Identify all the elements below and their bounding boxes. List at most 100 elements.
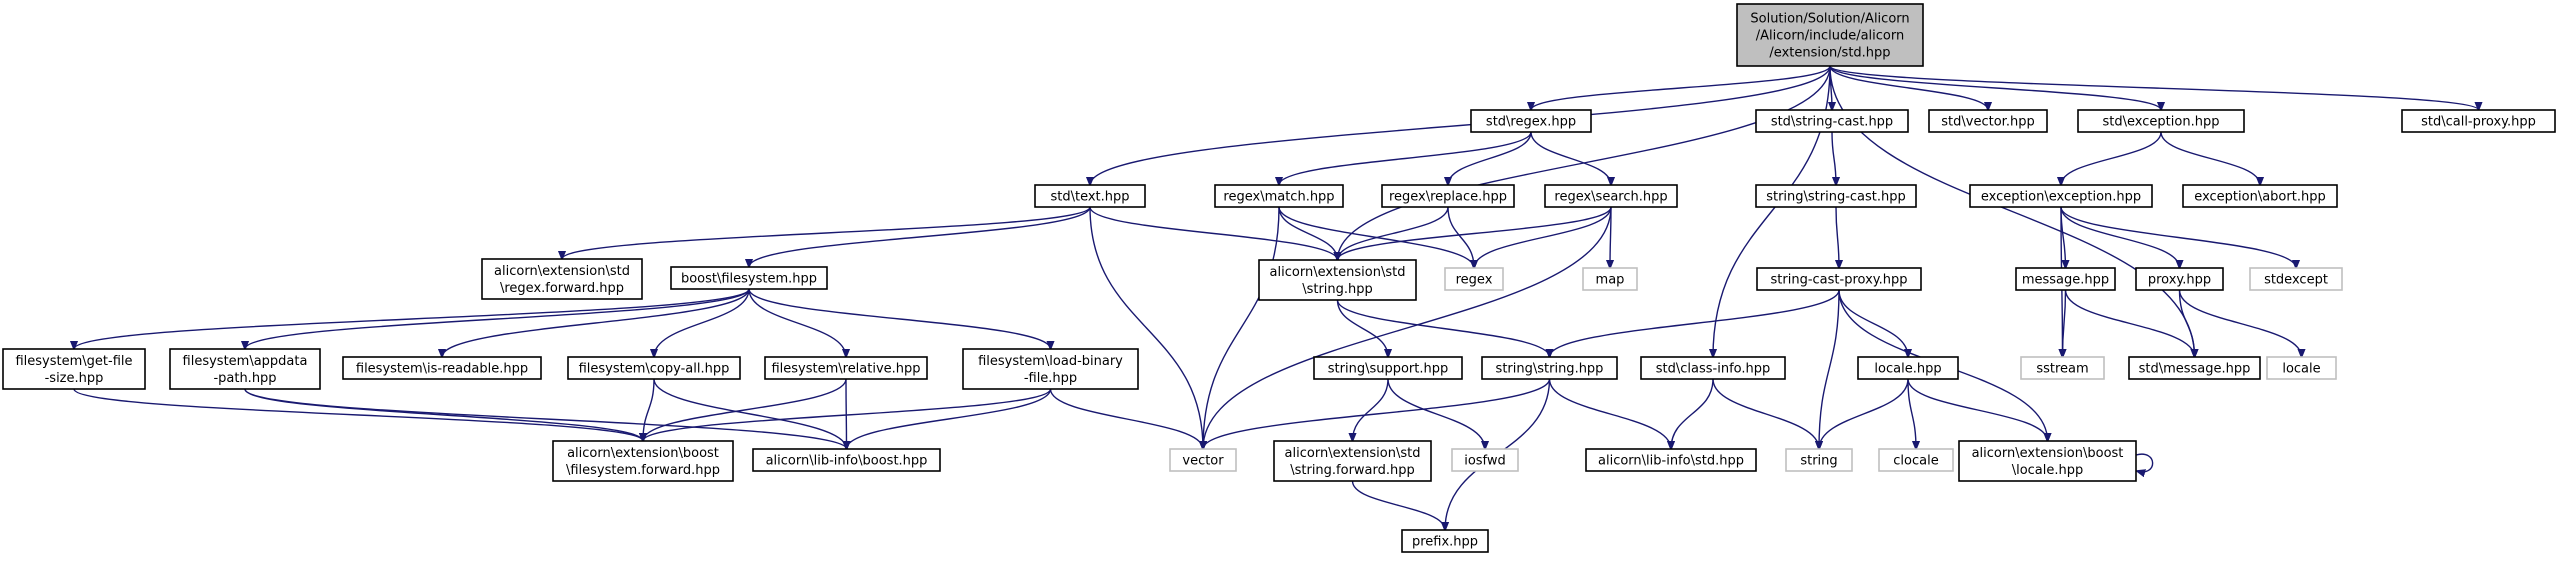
node-label: string-cast-proxy.hpp — [1771, 273, 1908, 288]
header-file-node-ext-string-forward[interactable]: alicorn\extension\std\string.forward.hpp — [1273, 440, 1432, 482]
header-file-node-string-support[interactable]: string\support.hpp — [1313, 356, 1463, 380]
node-label: alicorn\extension\std — [1270, 265, 1406, 280]
dependency-edge — [245, 288, 750, 349]
node-label: filesystem\is-readable.hpp — [356, 362, 528, 377]
dependency-edge — [2063, 289, 2066, 357]
dependency-edge — [1447, 206, 1474, 268]
node-box — [1470, 109, 1592, 133]
node-box — [552, 440, 734, 482]
header-file-node-prefix-hpp[interactable]: prefix.hpp — [1401, 529, 1489, 553]
node-label: filesystem\appdata — [183, 354, 308, 369]
dependency-edge — [2061, 131, 2162, 185]
dependency-edge — [1351, 480, 1446, 530]
header-file-node-std-vector[interactable]: std\vector.hpp — [1928, 109, 2048, 133]
header-file-node-proxy-hpp[interactable]: proxy.hpp — [2135, 267, 2224, 291]
node-box — [567, 356, 741, 380]
header-file-node-message-hpp[interactable]: message.hpp — [2015, 267, 2116, 291]
node-box — [1736, 3, 1924, 67]
node-label: filesystem\load-binary — [978, 354, 1123, 369]
dependency-edge — [1336, 299, 1389, 357]
header-file-node-string-string[interactable]: string\string.hpp — [1481, 356, 1618, 380]
node-label: std\regex.hpp — [1486, 115, 1576, 130]
node-label: /extension/std.hpp — [1769, 46, 1890, 61]
dependency-edge — [847, 388, 1052, 449]
dependency-edge — [244, 388, 643, 441]
node-box — [1755, 184, 1917, 208]
dependency-edge — [653, 378, 847, 449]
header-file-node-string-string-cast[interactable]: string\string-cast.hpp — [1755, 184, 1917, 208]
dependency-edge — [562, 206, 1091, 259]
dependency-edge — [1819, 378, 1909, 449]
system-header-node-locale-ext: locale — [2266, 356, 2337, 380]
node-label: stdexcept — [2264, 273, 2328, 288]
header-file-node-std-regex[interactable]: std\regex.hpp — [1470, 109, 1592, 133]
dependency-edge — [73, 388, 643, 441]
dependency-edge — [1474, 206, 1612, 268]
node-box — [1401, 529, 1489, 553]
node-label: -file.hpp — [1024, 371, 1077, 386]
node-box — [752, 448, 941, 472]
header-file-node-regex-match[interactable]: regex\match.hpp — [1214, 184, 1344, 208]
dependency-edge — [654, 288, 750, 357]
node-box — [1640, 356, 1786, 380]
header-file-node-ext-boost-fs-forward[interactable]: alicorn\extension\boost\filesystem.forwa… — [552, 440, 734, 482]
dependency-edge — [1836, 206, 1839, 268]
header-file-node-exception-exception[interactable]: exception\exception.hpp — [1969, 184, 2153, 208]
header-file-node-regex-replace[interactable]: regex\replace.hpp — [1381, 184, 1515, 208]
dependency-edge — [643, 378, 655, 441]
header-file-node-ext-std-string[interactable]: alicorn\extension\std\string.hpp — [1258, 259, 1417, 301]
dependency-edge — [2136, 453, 2154, 472]
header-file-node-std-string-cast[interactable]: std\string-cast.hpp — [1755, 109, 1909, 133]
header-file-node-std-hpp[interactable]: Solution/Solution/Alicorn/Alicorn/includ… — [1736, 3, 1924, 67]
node-label: exception\exception.hpp — [1981, 190, 2141, 205]
header-file-node-ext-boost-locale[interactable]: alicorn\extension\boost\locale.hpp — [1958, 440, 2137, 482]
dependency-edge — [1829, 65, 2479, 110]
node-box — [764, 356, 928, 380]
node-box — [1756, 267, 1922, 291]
node-box — [169, 348, 321, 390]
node-box — [1755, 109, 1909, 133]
header-file-node-fs-load-binary[interactable]: filesystem\load-binary -file.hpp — [962, 348, 1139, 390]
header-file-node-std-exception[interactable]: std\exception.hpp — [2077, 109, 2245, 133]
dependency-edge — [748, 288, 1051, 349]
header-file-node-fs-get-file-size[interactable]: filesystem\get-file-size.hpp — [2, 348, 146, 390]
node-box — [2, 348, 146, 390]
header-file-node-std-call-proxy[interactable]: std\call-proxy.hpp — [2401, 109, 2556, 133]
node-label: iosfwd — [1464, 454, 1506, 469]
node-label: alicorn\extension\std — [1285, 446, 1421, 461]
header-file-node-ext-regex-forward[interactable]: alicorn\extension\std\regex.forward.hpp — [481, 258, 643, 300]
header-file-node-libinfo-boost[interactable]: alicorn\lib-info\boost.hpp — [752, 448, 941, 472]
dependency-edge — [1550, 289, 1840, 357]
system-header-node-string-ext: string — [1785, 448, 1853, 472]
header-file-node-fs-copy-all[interactable]: filesystem\copy-all.hpp — [567, 356, 741, 380]
dependency-edge — [1336, 299, 1550, 357]
node-label: regex\search.hpp — [1554, 190, 1667, 205]
header-file-node-locale-hpp[interactable]: locale.hpp — [1857, 356, 1959, 380]
header-file-node-boost-filesystem[interactable]: boost\filesystem.hpp — [670, 266, 828, 290]
header-file-node-std-class-info[interactable]: std\class-info.hpp — [1640, 356, 1786, 380]
node-box — [1214, 184, 1344, 208]
header-file-node-std-text[interactable]: std\text.hpp — [1034, 184, 1146, 208]
node-box — [481, 258, 643, 300]
header-file-node-string-cast-proxy[interactable]: string-cast-proxy.hpp — [1756, 267, 1922, 291]
header-file-node-fs-appdata-path[interactable]: filesystem\appdata-path.hpp — [169, 348, 321, 390]
header-file-node-libinfo-std[interactable]: alicorn\lib-info\std.hpp — [1585, 448, 1757, 472]
node-box — [1928, 109, 2048, 133]
node-label: std\exception.hpp — [2103, 115, 2220, 130]
node-label: std\class-info.hpp — [1656, 362, 1771, 377]
dependency-edge — [2178, 289, 2302, 357]
header-file-node-exception-abort[interactable]: exception\abort.hpp — [2182, 184, 2338, 208]
node-label: alicorn\extension\boost — [1972, 446, 2124, 461]
node-label: filesystem\get-file — [15, 354, 132, 369]
dependency-edge — [2160, 131, 2260, 185]
dependency-edge — [442, 288, 750, 357]
node-label: prefix.hpp — [1412, 535, 1478, 550]
dependency-edge — [1089, 206, 1338, 260]
header-file-node-fs-relative[interactable]: filesystem\relative.hpp — [764, 356, 928, 380]
header-file-node-std-message[interactable]: std\message.hpp — [2128, 356, 2261, 380]
dependency-edge — [1829, 65, 2161, 110]
dependency-edge — [1829, 65, 1988, 110]
header-file-node-regex-search[interactable]: regex\search.hpp — [1544, 184, 1678, 208]
header-file-node-fs-is-readable[interactable]: filesystem\is-readable.hpp — [342, 356, 542, 380]
node-box — [2135, 267, 2224, 291]
